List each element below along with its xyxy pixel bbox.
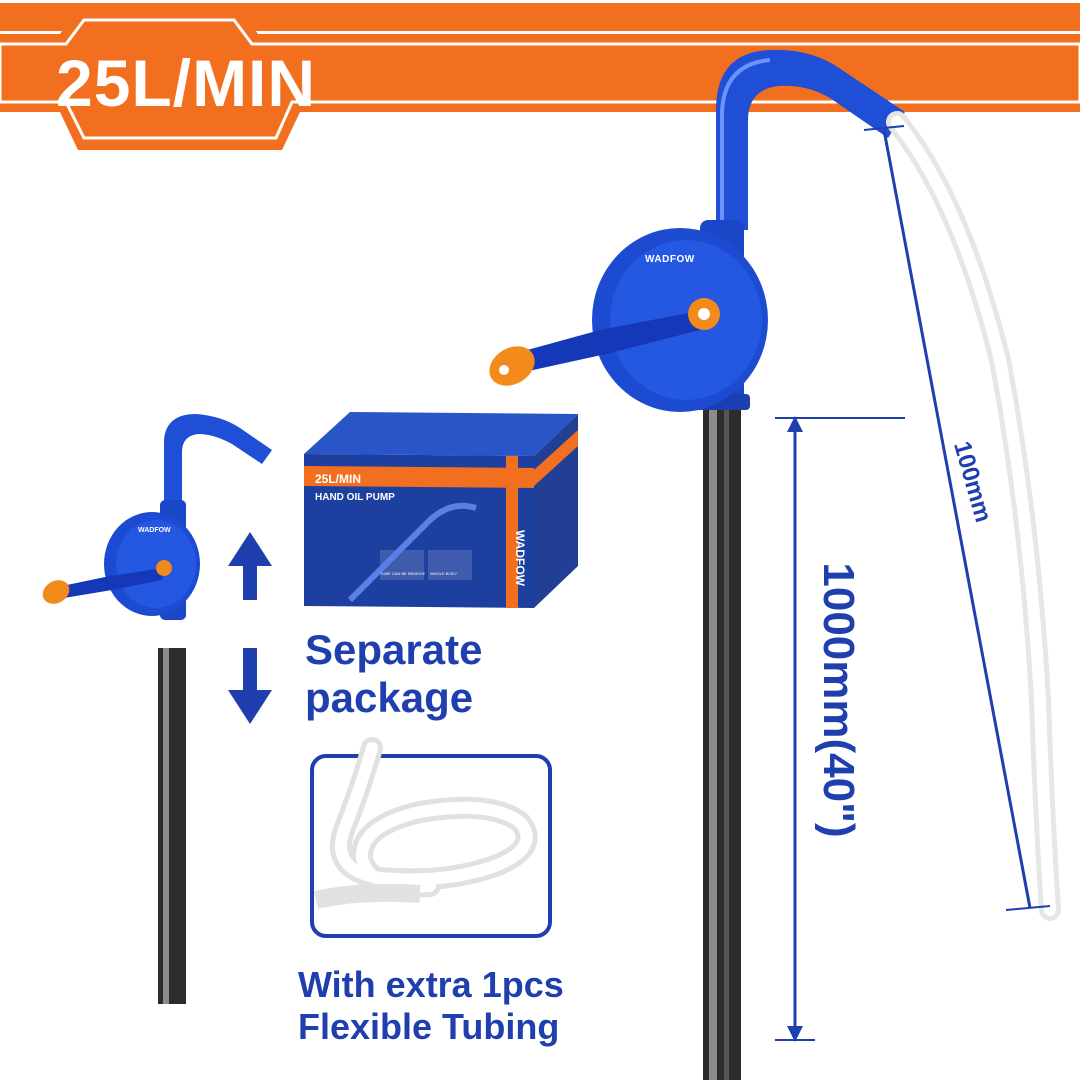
small-pump [42,414,272,1004]
box-panel-2: WHOLE BODY [430,571,457,576]
extra-tubing-line-2: Flexible Tubing [298,1006,560,1047]
pump-brand-logo: WADFOW [645,254,695,265]
tubing-inset [310,737,552,938]
box-panel-1: TUBE CAN BE REMOVE [380,571,425,576]
top-banner [0,3,1080,150]
box-brand-top: WADFOW [246,424,297,435]
separate-package-line-1: Separate [305,626,483,673]
extra-tubing-note: With extra 1pcs Flexible Tubing [298,964,618,1048]
dimension-arrow-icon [775,125,1051,1042]
arrow-up-icon [228,532,272,600]
small-pump-brand-logo: WADFOW [138,527,171,534]
tube-length-label: 1000mm(40") [814,562,863,838]
flow-rate-headline: 25L/MIN [56,46,317,120]
extra-tubing-line-1: With extra 1pcs [298,964,564,1005]
large-pump [489,49,1061,1080]
separate-package-note: Separate package [305,626,565,722]
box-rate-text: 25L/MIN [315,472,361,486]
arrow-down-icon [228,648,272,724]
box-product-text: HAND OIL PUMP [315,492,395,503]
product-box [304,412,578,608]
separate-package-line-2: package [305,674,474,721]
box-brand-vertical: WADFOW [513,530,527,587]
